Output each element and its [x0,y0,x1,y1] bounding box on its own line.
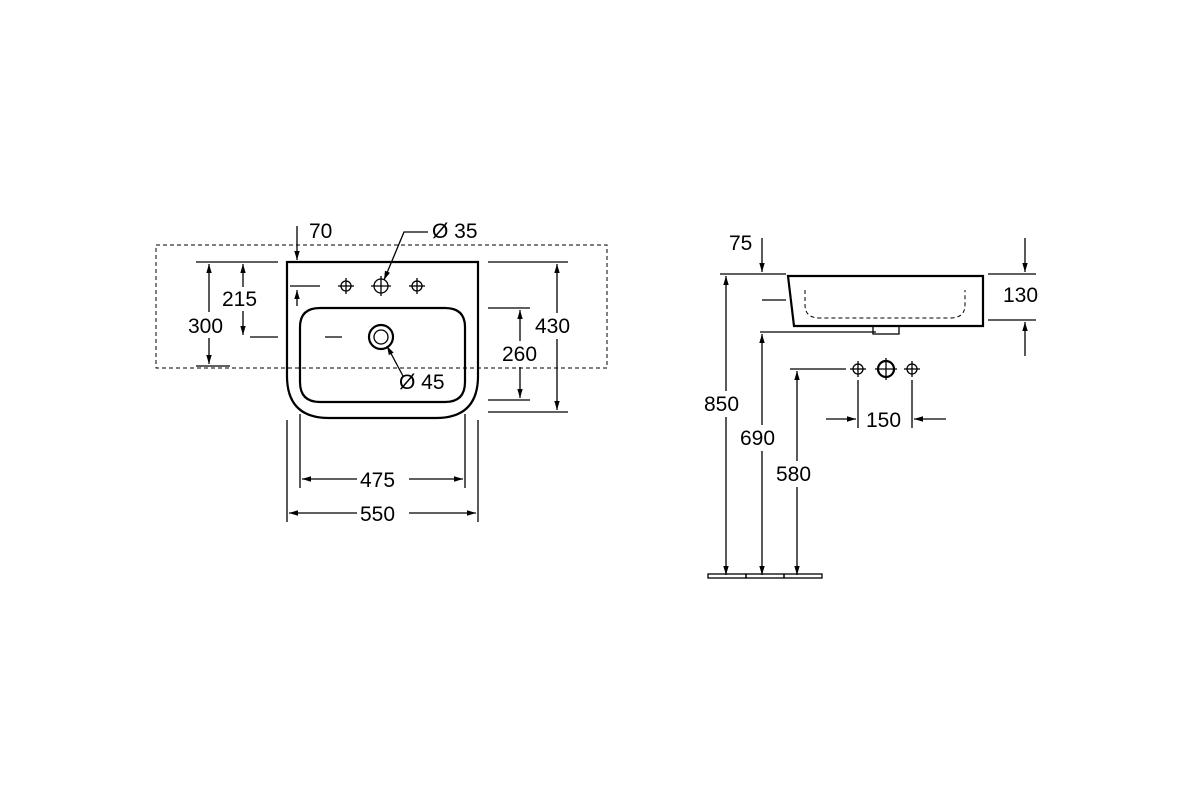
front-view: 70 Ø 35 Ø 45 300 215 260 430 4 [155,220,608,526]
dim-300-label: 300 [188,315,223,338]
dim-260-label: 260 [502,343,537,366]
dim-850-label: 850 [704,393,739,416]
dim-690-label: 690 [740,427,775,450]
dim-tap-hole-label: Ø 35 [432,220,478,243]
dim-75-label: 75 [729,232,752,255]
dim-overflow-label: Ø 45 [399,371,445,394]
floor-plate-right [783,573,823,579]
tap-hole-side-right-icon [904,361,920,377]
tap-hole-right-icon [409,278,425,294]
dim-580-label: 580 [776,463,811,486]
floor-plate-left [707,573,747,579]
side-view: 75 130 850 690 580 [703,232,1038,579]
tap-hole-side-center-icon [875,358,897,380]
dim-475-label: 475 [360,469,395,492]
floor-plate-middle [745,573,785,579]
drain-icon [367,323,395,351]
tap-hole-center-icon [371,276,391,296]
tap-hole-left-icon [338,278,354,294]
dim-150-label: 150 [866,409,901,432]
tap-hole-side-left-icon [850,361,866,377]
dim-430-label: 430 [535,315,570,338]
dim-550-label: 550 [360,503,395,526]
dim-70-label: 70 [309,220,332,243]
drain-outlet [872,325,900,335]
dim-130-label: 130 [1003,284,1038,307]
basin-side-outline [786,274,985,328]
dim-215-label: 215 [222,288,257,311]
basin-outline [285,260,480,420]
wall-outline [155,244,608,369]
basin-bowl [298,306,467,404]
